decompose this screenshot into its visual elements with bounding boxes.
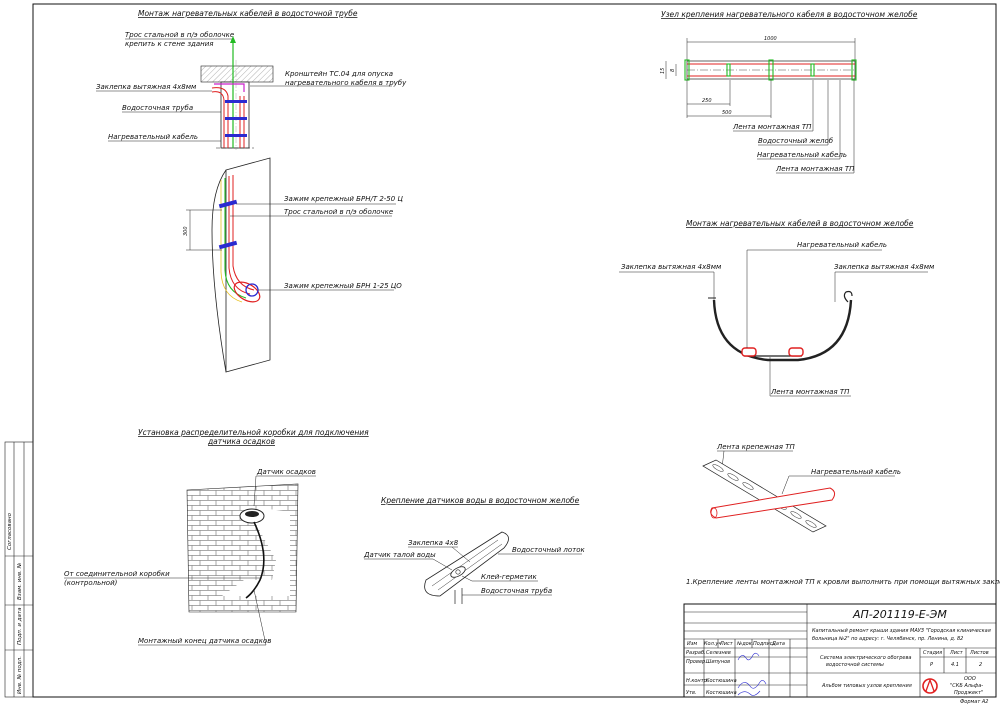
label-rivet-right: Заклепка вытяжная 4х8мм xyxy=(834,263,935,271)
junction-title-2: датчика осадков xyxy=(207,437,275,446)
name-3: Костюшина xyxy=(706,678,737,684)
label-glue: Клей-герметик xyxy=(481,573,537,581)
role-4: Утв. xyxy=(686,690,697,696)
outer-frame xyxy=(32,3,997,698)
label-tape-gm: Лента монтажная ТП xyxy=(770,388,850,396)
label-end: Монтажный конец датчика осадков xyxy=(138,637,271,645)
junction-detail: Установка распределительной коробки для … xyxy=(64,428,369,646)
stamp-system-1: Система электрического обогрева xyxy=(820,655,912,661)
label-cable-gm: Нагревательный кабель xyxy=(797,241,887,249)
dim-500: 500 xyxy=(722,110,732,116)
signature-2 xyxy=(737,680,767,689)
dim-15: 15 xyxy=(660,68,666,74)
stamp-code: АП-201119-Е-ЭМ xyxy=(852,608,947,621)
sensor-detail: Крепление датчиков воды в водосточном же… xyxy=(363,496,586,604)
label-box-2: (контрольной) xyxy=(64,579,118,587)
sheets-header: Листов xyxy=(969,650,989,656)
tape-detail: Лента крепежная ТП Нагревательный кабель xyxy=(702,443,901,533)
label-cable: Нагревательный кабель xyxy=(757,151,847,159)
title-block: АП-201119-Е-ЭМ Капитальный ремонт крыши … xyxy=(683,603,997,698)
org-2: "СКБ Альфа- xyxy=(950,683,983,689)
gutter-node-title: Узел крепления нагревательного кабеля в … xyxy=(661,10,918,19)
stamp-project-2: больница №2" по адресу: г. Челябинск, пр… xyxy=(812,636,963,642)
role-3: Н.контр. xyxy=(686,678,708,684)
side-inv-orig: Инв. № подл. xyxy=(17,656,23,694)
label-rivet-s: Заклепка 4х8 xyxy=(408,539,459,547)
col-kol: Кол.уч xyxy=(704,641,721,647)
label-tray: Водосточный лоток xyxy=(512,546,586,554)
stage-header: Стадия xyxy=(923,650,942,656)
col-izm: Изм xyxy=(687,641,697,647)
org-3: Проджект" xyxy=(954,690,983,696)
label-steel-cable-1: Трос стальной в п/э оболочке xyxy=(125,31,234,39)
label-pipe-s: Водосточная труба xyxy=(481,587,552,595)
label-tape-1: Лента монтажная ТП xyxy=(732,123,812,131)
dim-250: 250 xyxy=(702,98,712,104)
stamp-album: Альбом типовых узлов крепления xyxy=(821,683,912,689)
dim-8: 8 xyxy=(670,69,676,72)
stamp-system-2: водосточной системы xyxy=(826,662,884,668)
label-bracket-2: нагревательного кабеля в трубу xyxy=(285,79,407,87)
label-bracket-1: Кронштейн ТС.04 для опуска xyxy=(285,70,393,78)
dim-300: 300 xyxy=(183,226,189,236)
col-date: Дата xyxy=(771,641,785,647)
label-steel-cable-2: крепить к стене здания xyxy=(125,40,214,48)
label-gutter: Водосточный желоб xyxy=(758,137,834,145)
dim-1000: 1000 xyxy=(764,36,777,42)
format-label: Формат А2 xyxy=(960,699,988,705)
downpipe-title: Монтаж нагревательных кабелей в водосточ… xyxy=(138,9,358,18)
name-1: Селезнев xyxy=(706,650,731,656)
col-doc: №док. xyxy=(736,641,753,647)
label-heating-cable: Нагревательный кабель xyxy=(108,133,198,141)
label-rivet-left: Заклепка вытяжная 4х8мм xyxy=(621,263,722,271)
side-stamp: Согласовано Взам. инв. № Подп. и дата Ин… xyxy=(4,441,34,698)
label-steel-rope: Трос стальной в п/э оболочке xyxy=(284,208,393,216)
stamp-project-1: Капитальный ремонт крыши здания МАУЗ "Го… xyxy=(812,628,991,634)
role-2: Провер. xyxy=(686,659,707,665)
name-2: Шипунов xyxy=(706,659,730,665)
gutter-mount-detail: Монтаж нагревательных кабелей в водосточ… xyxy=(619,219,935,397)
label-sensor-s: Датчик талой воды xyxy=(363,551,436,559)
sheets-value: 2 xyxy=(979,662,982,668)
label-rivet: Заклепка вытяжная 4х8мм xyxy=(96,83,197,91)
label-sensor: Датчик осадков xyxy=(256,468,316,476)
clamp-detail: 300 Зажим крепежный БРН/Т 2-50 Ц Трос ст… xyxy=(183,157,403,373)
gutter-node-detail: Узел крепления нагревательного кабеля в … xyxy=(660,10,918,174)
label-box-1: От соединительной коробки xyxy=(64,570,170,578)
col-sign: Подпись xyxy=(753,641,776,647)
downpipe-detail: Монтаж нагревательных кабелей в водосточ… xyxy=(96,9,407,150)
side-agreed: Согласовано xyxy=(7,512,13,550)
sheet-header: Лист xyxy=(949,650,964,656)
label-pipe: Водосточная труба xyxy=(122,104,193,112)
side-inv-repl: Взам. инв. № xyxy=(17,562,23,600)
label-tape-2: Лента монтажная ТП xyxy=(775,165,855,173)
name-4: Костюшина xyxy=(706,690,737,696)
sensor-title: Крепление датчиков воды в водосточном же… xyxy=(381,496,580,505)
junction-title-1: Установка распределительной коробки для … xyxy=(138,428,369,437)
signature-3 xyxy=(737,690,761,696)
col-list: Лист xyxy=(719,641,734,647)
general-note: 1.Крепление ленты монтажной ТП к кровли … xyxy=(686,578,1000,586)
gutter-mount-title: Монтаж нагревательных кабелей в водосточ… xyxy=(686,219,914,228)
label-tape-td: Лента крепежная ТП xyxy=(716,443,795,451)
signature-1 xyxy=(737,652,760,661)
label-cable-td: Нагревательный кабель xyxy=(811,468,901,476)
company-logo xyxy=(922,678,938,694)
stage-value: Р xyxy=(930,662,933,668)
sheet-value: 4.1 xyxy=(951,662,959,668)
side-sign-date: Подп. и дата xyxy=(17,607,23,645)
role-1: Разраб. xyxy=(686,650,706,656)
org-1: ООО xyxy=(964,676,976,682)
label-clamp-brn: Зажим крепежный БРН 1-25 ЦО xyxy=(284,282,402,290)
label-clamp-brn-t: Зажим крепежный БРН/Т 2-50 Ц xyxy=(284,195,403,203)
